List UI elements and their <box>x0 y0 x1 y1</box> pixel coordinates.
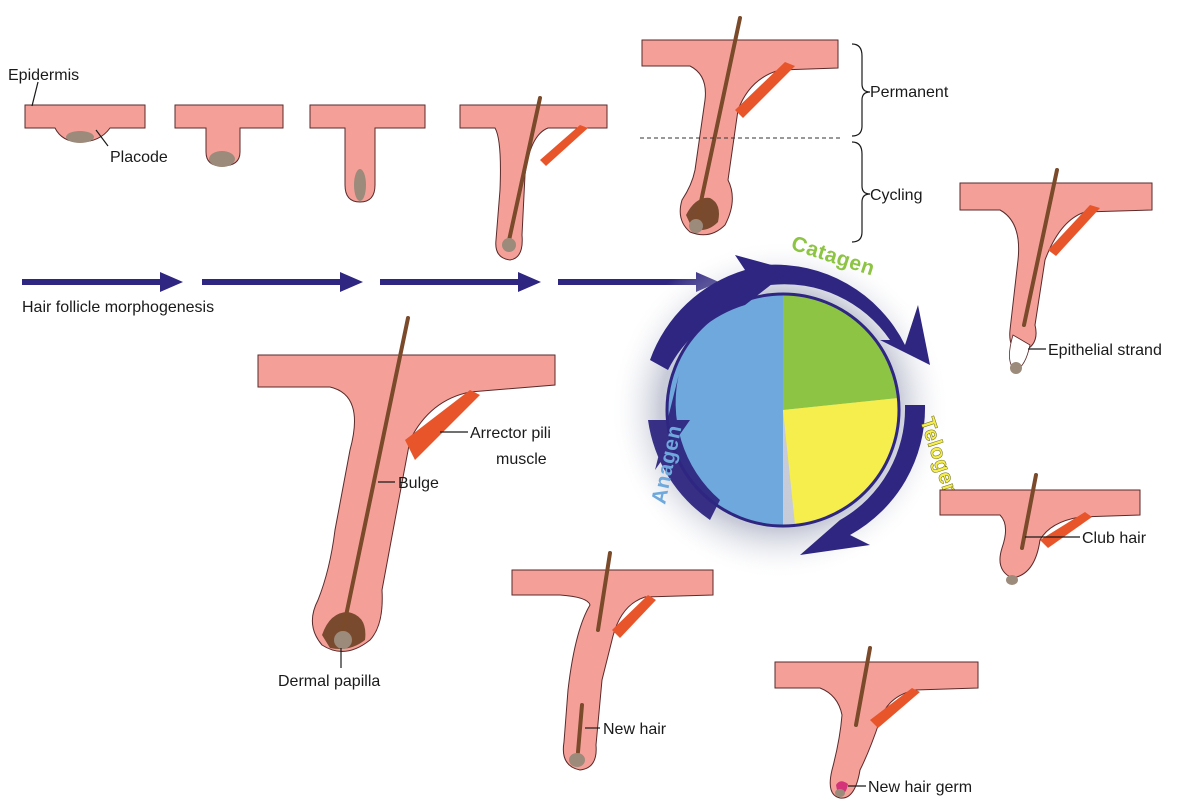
muscle-label: muscle <box>496 451 547 468</box>
stage-mature-top <box>642 18 838 235</box>
dermal-papilla-label: Dermal papilla <box>278 673 380 690</box>
stage-placode <box>25 105 145 143</box>
morphogenesis-arrows <box>22 272 719 292</box>
new-hair-germ-follicle <box>775 648 978 798</box>
arrector-pili-label: Arrector pili <box>470 425 551 442</box>
placode-label: Placode <box>110 149 168 166</box>
bulge-label: Bulge <box>398 475 439 492</box>
stage-bulbous-peg <box>460 98 607 260</box>
epidermis-label: Epidermis <box>8 67 79 84</box>
morphogenesis-label: Hair follicle morphogenesis <box>22 299 214 316</box>
cycling-label: Cycling <box>870 187 922 204</box>
new-hair-germ-label: New hair germ <box>868 779 972 796</box>
club-hair-label: Club hair <box>1082 530 1147 547</box>
stage-germ <box>175 105 283 167</box>
stage-peg <box>310 105 425 202</box>
epithelial-strand-label: Epithelial strand <box>1048 342 1162 359</box>
new-hair-label: New hair <box>603 721 667 738</box>
permanent-label: Permanent <box>870 84 949 101</box>
